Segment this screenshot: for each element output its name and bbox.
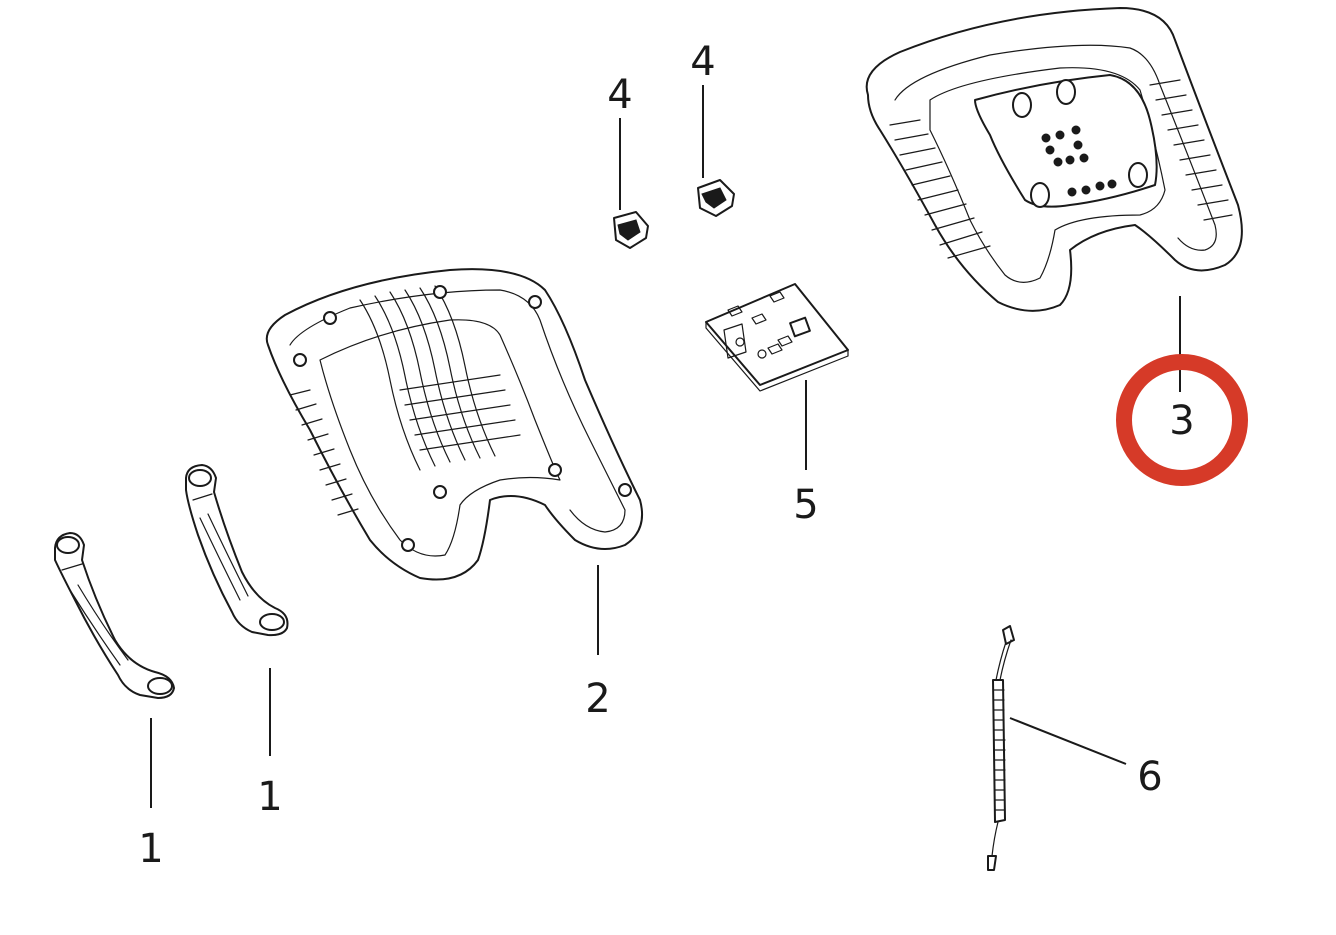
part-1a-bracket[interactable] <box>54 532 175 699</box>
board-components <box>727 291 793 359</box>
part-4a-clip[interactable] <box>613 211 649 249</box>
part-3-top-cover[interactable] <box>865 7 1243 312</box>
part-4b-clip[interactable] <box>697 179 735 217</box>
top-cover-grip-right <box>1149 79 1233 221</box>
top-cover-holes <box>1012 79 1148 208</box>
base-screw-posts <box>293 285 632 552</box>
part-1b-bracket[interactable] <box>185 464 289 637</box>
highlight-ring <box>1116 354 1248 486</box>
callout-5: 5 <box>793 482 818 528</box>
callout-3: 3 <box>1169 398 1194 444</box>
callout-1a: 1 <box>138 826 163 872</box>
leader-lines <box>150 85 1181 808</box>
leader-part-6 <box>1009 717 1127 765</box>
callout-6: 6 <box>1137 754 1162 800</box>
base-ribs <box>359 285 521 471</box>
base-grip-left <box>289 389 359 516</box>
callout-4a: 4 <box>607 72 632 118</box>
part-5-circuit-board[interactable] <box>705 283 849 392</box>
callout-4b: 4 <box>690 39 715 85</box>
part-2-base-chassis[interactable] <box>265 268 644 581</box>
top-cover-grip-left <box>889 119 991 259</box>
callout-1b: 1 <box>257 774 282 820</box>
callout-2: 2 <box>585 676 610 722</box>
part-6-coiled-cable[interactable] <box>987 625 1015 871</box>
callout-labels: 1 1 2 3 4 4 5 6 <box>138 39 1194 872</box>
